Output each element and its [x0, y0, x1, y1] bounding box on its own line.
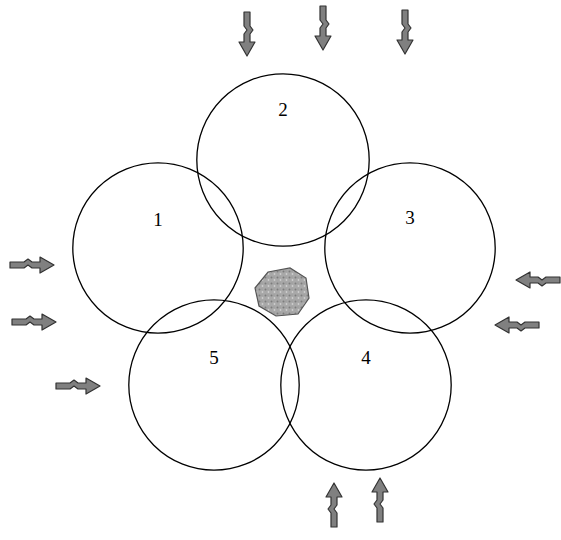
circle-outline: [128, 299, 300, 471]
zone-number: 4: [280, 348, 452, 369]
zone-circle: 5: [128, 299, 300, 471]
rock: [255, 268, 309, 316]
zone-circle: 3: [324, 162, 496, 334]
circle-outline: [324, 162, 496, 334]
zone-number: 1: [72, 210, 244, 231]
circle-outline: [72, 162, 244, 334]
zone-circle: 4: [280, 299, 452, 471]
circle-outline: [280, 299, 452, 471]
zone-number: 5: [128, 348, 300, 369]
zone-circle: 1: [72, 162, 244, 334]
zone-number: 2: [196, 100, 370, 121]
zone-number: 3: [324, 208, 496, 229]
zone-circle: 2: [196, 73, 370, 247]
